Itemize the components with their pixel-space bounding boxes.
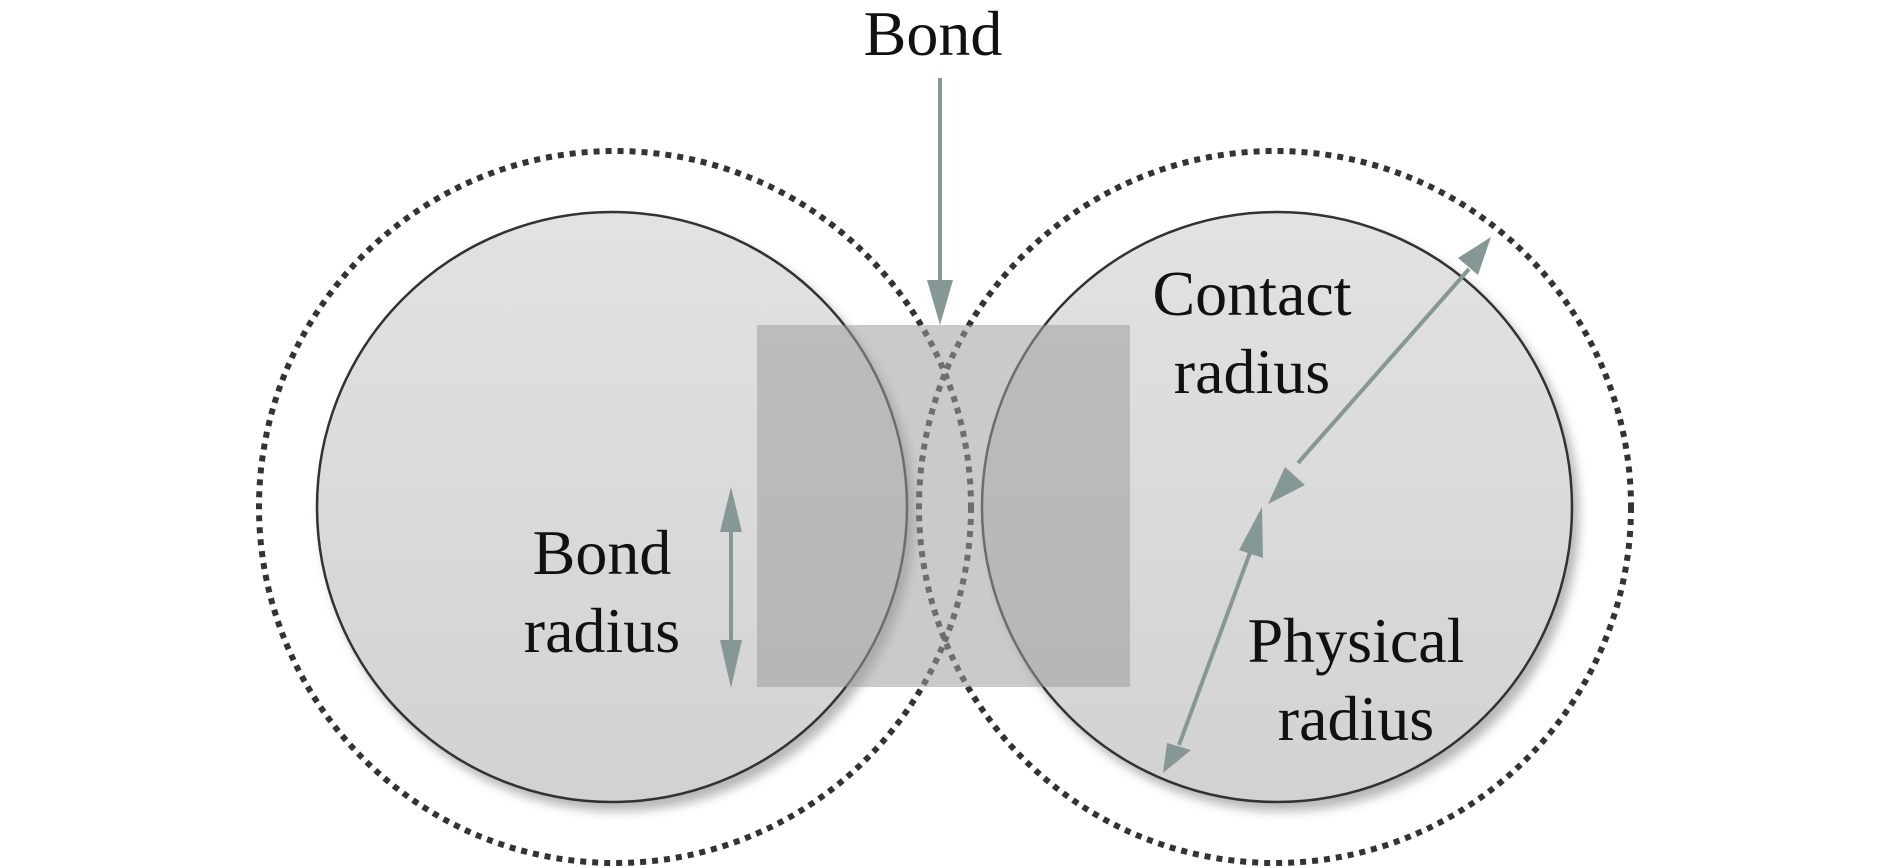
bond-label: Bond [864, 0, 1003, 69]
bond-radius-arrow [720, 487, 742, 688]
bond-pointer-arrow [927, 78, 953, 325]
contact-radius-label-line1: Contact [1152, 258, 1351, 329]
contact-radius-label-line2: radius [1174, 336, 1330, 407]
physical-radius-arrow [1163, 507, 1263, 773]
physical-radius-label-line2: radius [1278, 683, 1434, 754]
contact-radius-arrow [1268, 237, 1491, 504]
bond-radius-label-line1: Bond [533, 517, 672, 588]
bond-radius-label-line2: radius [524, 595, 680, 666]
physical-radius-label-line1: Physical [1248, 605, 1465, 676]
bond-block [757, 325, 1130, 687]
